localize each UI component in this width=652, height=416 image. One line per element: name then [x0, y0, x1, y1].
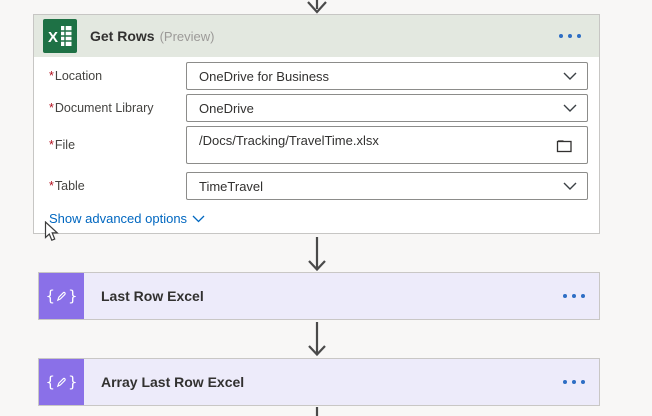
required-asterisk: * — [49, 69, 54, 83]
chevron-down-icon — [563, 72, 577, 80]
action-title-text: Array Last Row Excel — [101, 374, 245, 390]
field-label-table: *Table — [49, 179, 85, 193]
table-value: TimeTravel — [199, 178, 264, 194]
mouse-cursor-icon — [44, 221, 59, 241]
chevron-down-icon — [563, 182, 577, 190]
more-options-button[interactable] — [559, 374, 589, 390]
ellipsis-dot — [568, 34, 572, 38]
preview-badge: (Preview) — [159, 29, 215, 44]
document-library-value: OneDrive — [199, 100, 254, 116]
required-asterisk: * — [49, 101, 54, 115]
last-row-excel-card[interactable]: { } Last Row Excel — [38, 272, 600, 320]
more-options-button[interactable] — [559, 288, 589, 304]
ellipsis-dot — [581, 380, 585, 384]
pencil-icon — [56, 377, 66, 387]
ellipsis-dot — [563, 294, 567, 298]
field-label-location: *Location — [49, 69, 103, 83]
svg-text:X: X — [48, 29, 58, 46]
get-rows-card: X Get Rows (Preview) *Location OneDrive f… — [33, 14, 600, 234]
show-advanced-options-link[interactable]: Show advanced options — [49, 211, 205, 226]
compose-braces-pencil-icon: { } — [39, 273, 84, 319]
ellipsis-dot — [572, 294, 576, 298]
compose-braces-pencil-icon: { } — [39, 359, 84, 405]
folder-icon — [556, 140, 572, 153]
required-asterisk: * — [49, 179, 54, 193]
chevron-down-icon — [192, 215, 205, 222]
chevron-down-icon — [563, 104, 577, 112]
excel-icon: X — [43, 19, 77, 53]
required-asterisk: * — [49, 138, 54, 152]
field-label-file: *File — [49, 138, 76, 152]
file-input[interactable]: /Docs/Tracking/TravelTime.xlsx — [186, 126, 588, 164]
flow-arrow-icon — [307, 0, 327, 14]
field-label-document-library: *Document Library — [49, 101, 154, 115]
action-title-text: Get Rows — [90, 28, 155, 44]
action-title-text: Last Row Excel — [101, 288, 204, 304]
flow-arrow-icon — [308, 322, 326, 357]
array-last-row-excel-card[interactable]: { } Array Last Row Excel — [38, 358, 600, 406]
ellipsis-dot — [577, 34, 581, 38]
file-picker-button[interactable] — [556, 138, 573, 153]
more-options-button[interactable] — [555, 28, 585, 44]
location-dropdown[interactable]: OneDrive for Business — [186, 62, 588, 90]
pencil-icon — [56, 291, 66, 301]
flow-arrow-icon — [308, 237, 326, 272]
flow-connector-line — [315, 407, 319, 416]
location-value: OneDrive for Business — [199, 68, 330, 84]
document-library-dropdown[interactable]: OneDrive — [186, 94, 588, 122]
ellipsis-dot — [572, 380, 576, 384]
file-path-value: /Docs/Tracking/TravelTime.xlsx — [199, 133, 379, 148]
ellipsis-dot — [581, 294, 585, 298]
ellipsis-dot — [559, 34, 563, 38]
action-card-header[interactable]: X Get Rows (Preview) — [34, 15, 599, 57]
action-title: Get Rows (Preview) — [90, 28, 214, 44]
ellipsis-dot — [563, 380, 567, 384]
table-dropdown[interactable]: TimeTravel — [186, 172, 588, 200]
